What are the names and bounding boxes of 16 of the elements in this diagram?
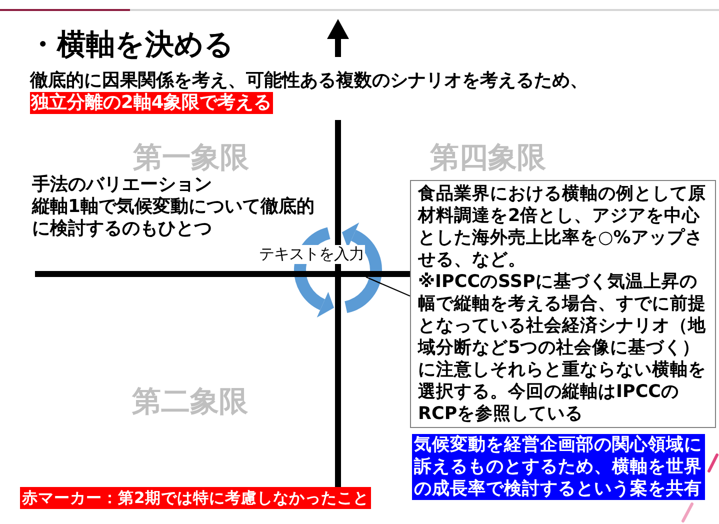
quadrant-label: 第四象限 xyxy=(430,139,546,175)
horizontal-axis xyxy=(35,271,410,277)
note-text: ※IPCCのSSPに基づく気温上昇の幅で縦軸を考える場合、すでに前提となっている社会経済シナリオ（地域分断など5つの社会像に基づく）に注意しそれらと重ならない横軸を選択する。今回の縦軸はIPCCのRCPを参照している xyxy=(418,271,707,425)
quadrant-label: 第二象限 xyxy=(132,383,248,419)
subtitle-text: 徹底的に因果関係を考え、可能性ある複数のシナリオを考えるため、 xyxy=(30,70,588,92)
example-text: 食品業界における横軸の例として原材料調達を2倍とし、アジアを中心とした海外売上比率を○%アップさせる、など。 xyxy=(418,183,707,271)
placeholder-text: テキストを入力 xyxy=(258,245,365,264)
highlighted-note: 赤マーカー：第2期では特に考慮しなかったこと xyxy=(20,487,371,509)
highlighted-note: 気候変動を経営企画部の関心領域に訴えるものとするため、横軸を世界の成長率で検討するという案を共有 xyxy=(412,434,705,500)
quadrant-label: 第一象限 xyxy=(133,139,249,175)
body-text: 縦軸1軸で気候変動について徹底的に検討するのもひとつ xyxy=(32,196,316,240)
text-box xyxy=(410,180,716,428)
highlighted-text: 独立分離の2軸4象限で考える xyxy=(30,92,273,114)
leader-line xyxy=(366,276,410,297)
slide-title: ・横軸を決める xyxy=(28,26,234,62)
heading-text: 手法のバリエーション xyxy=(32,174,212,196)
